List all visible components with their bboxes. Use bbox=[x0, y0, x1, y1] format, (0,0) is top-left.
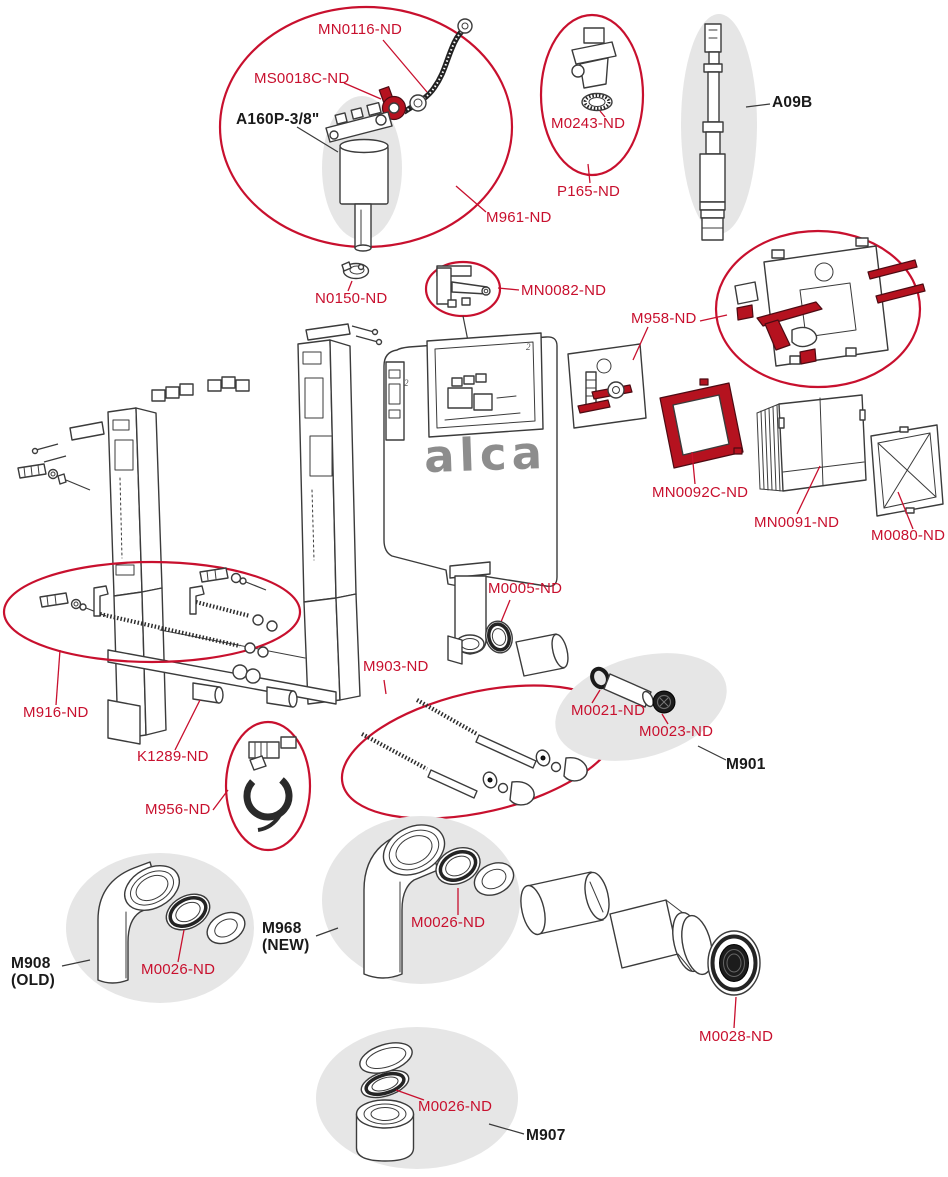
label-m0243-nd: M0243-ND bbox=[551, 115, 626, 132]
outlet-pipes-group bbox=[520, 871, 761, 1029]
cistern-group: 2 2 bbox=[383, 332, 558, 665]
ref-mark-1: 2 bbox=[404, 378, 409, 388]
label-m0026-nd-1: M0026-ND bbox=[141, 961, 216, 978]
ring-dark-b bbox=[473, 862, 515, 896]
control-mechanism-group bbox=[714, 229, 926, 389]
label-m956-nd: M956-ND bbox=[145, 801, 211, 818]
label-p165-nd: P165-ND bbox=[557, 183, 621, 200]
elbow-m908-group bbox=[61, 853, 254, 1003]
alca-logo: alca bbox=[423, 425, 548, 484]
bracket-mn0082-group bbox=[424, 260, 520, 387]
label-mn0091-nd: MN0091-ND bbox=[754, 514, 840, 531]
elbow-m968-group bbox=[315, 816, 520, 984]
valve-p165-group bbox=[539, 13, 645, 184]
label-m0080-nd: M0080-ND bbox=[871, 527, 946, 544]
wall-frame-group bbox=[17, 323, 383, 745]
label-ms0018c-nd: MS0018C-ND bbox=[254, 70, 350, 87]
gasket-ring-m0026-b bbox=[435, 846, 481, 886]
label-m0005-nd: M0005-ND bbox=[488, 580, 563, 597]
seal-m0028 bbox=[707, 930, 761, 996]
inlet-hose-drawing bbox=[402, 18, 473, 115]
label-m916-nd: M916-ND bbox=[23, 704, 89, 721]
label-m0023-nd: M0023-ND bbox=[639, 723, 714, 740]
elbow-rim-rings bbox=[124, 865, 180, 911]
set-m901-group bbox=[555, 653, 727, 761]
label-m907: M907 bbox=[526, 1127, 566, 1144]
label-m0026-nd-3: M0026-ND bbox=[418, 1098, 493, 1115]
label-m958-nd: M958-ND bbox=[631, 310, 697, 327]
label-m0028-nd: M0028-ND bbox=[699, 1028, 774, 1045]
elbow-rim-rings-2 bbox=[382, 824, 446, 876]
label-m0021-nd: M0021-ND bbox=[571, 702, 646, 719]
red-frame-mn0092c-group bbox=[659, 378, 744, 485]
mounting-plate-m958-group bbox=[567, 314, 728, 429]
fill-valve-assembly-group bbox=[218, 5, 514, 252]
label-m968-new: M968 (NEW) bbox=[262, 920, 310, 955]
ring-white-top bbox=[359, 1042, 413, 1074]
fill-valve-drawing bbox=[325, 101, 393, 252]
ref-mark-2: 2 bbox=[526, 342, 531, 352]
cistern-outlet-drawing bbox=[447, 561, 491, 665]
set-m907-group bbox=[316, 1027, 525, 1169]
plate-m0080-group bbox=[870, 424, 944, 530]
seal-m0005-group bbox=[485, 620, 569, 677]
clamp-m956-group bbox=[212, 720, 312, 852]
cap-n0150-group bbox=[341, 261, 370, 292]
gasket-ring-m0026-a bbox=[165, 893, 211, 931]
label-m0026-nd-2: M0026-ND bbox=[411, 914, 486, 931]
cistern-mechanism-drawing bbox=[444, 373, 521, 421]
anchors-m916-group bbox=[2, 560, 302, 751]
label-mn0092c-nd: MN0092C-ND bbox=[652, 484, 749, 501]
label-m901: M901 bbox=[726, 756, 766, 773]
ring-dark-a bbox=[206, 911, 246, 945]
label-a160p: A160P-3/8" bbox=[236, 111, 320, 128]
label-m961-nd: M961-ND bbox=[486, 209, 552, 226]
label-m903-nd: M903-ND bbox=[363, 658, 429, 675]
label-a09b: A09B bbox=[772, 94, 813, 111]
rod-a09b-group bbox=[681, 14, 771, 241]
label-m908-old: M908 (OLD) bbox=[11, 955, 56, 990]
box-mn0091-group bbox=[756, 394, 867, 515]
label-mn0082-nd: MN0082-ND bbox=[521, 282, 607, 299]
label-k1289-nd: K1289-ND bbox=[137, 748, 209, 765]
label-mn0116-nd: MN0116-ND bbox=[318, 21, 403, 38]
label-n0150-nd: N0150-ND bbox=[315, 290, 388, 307]
rod-set-m903-group bbox=[340, 679, 620, 820]
